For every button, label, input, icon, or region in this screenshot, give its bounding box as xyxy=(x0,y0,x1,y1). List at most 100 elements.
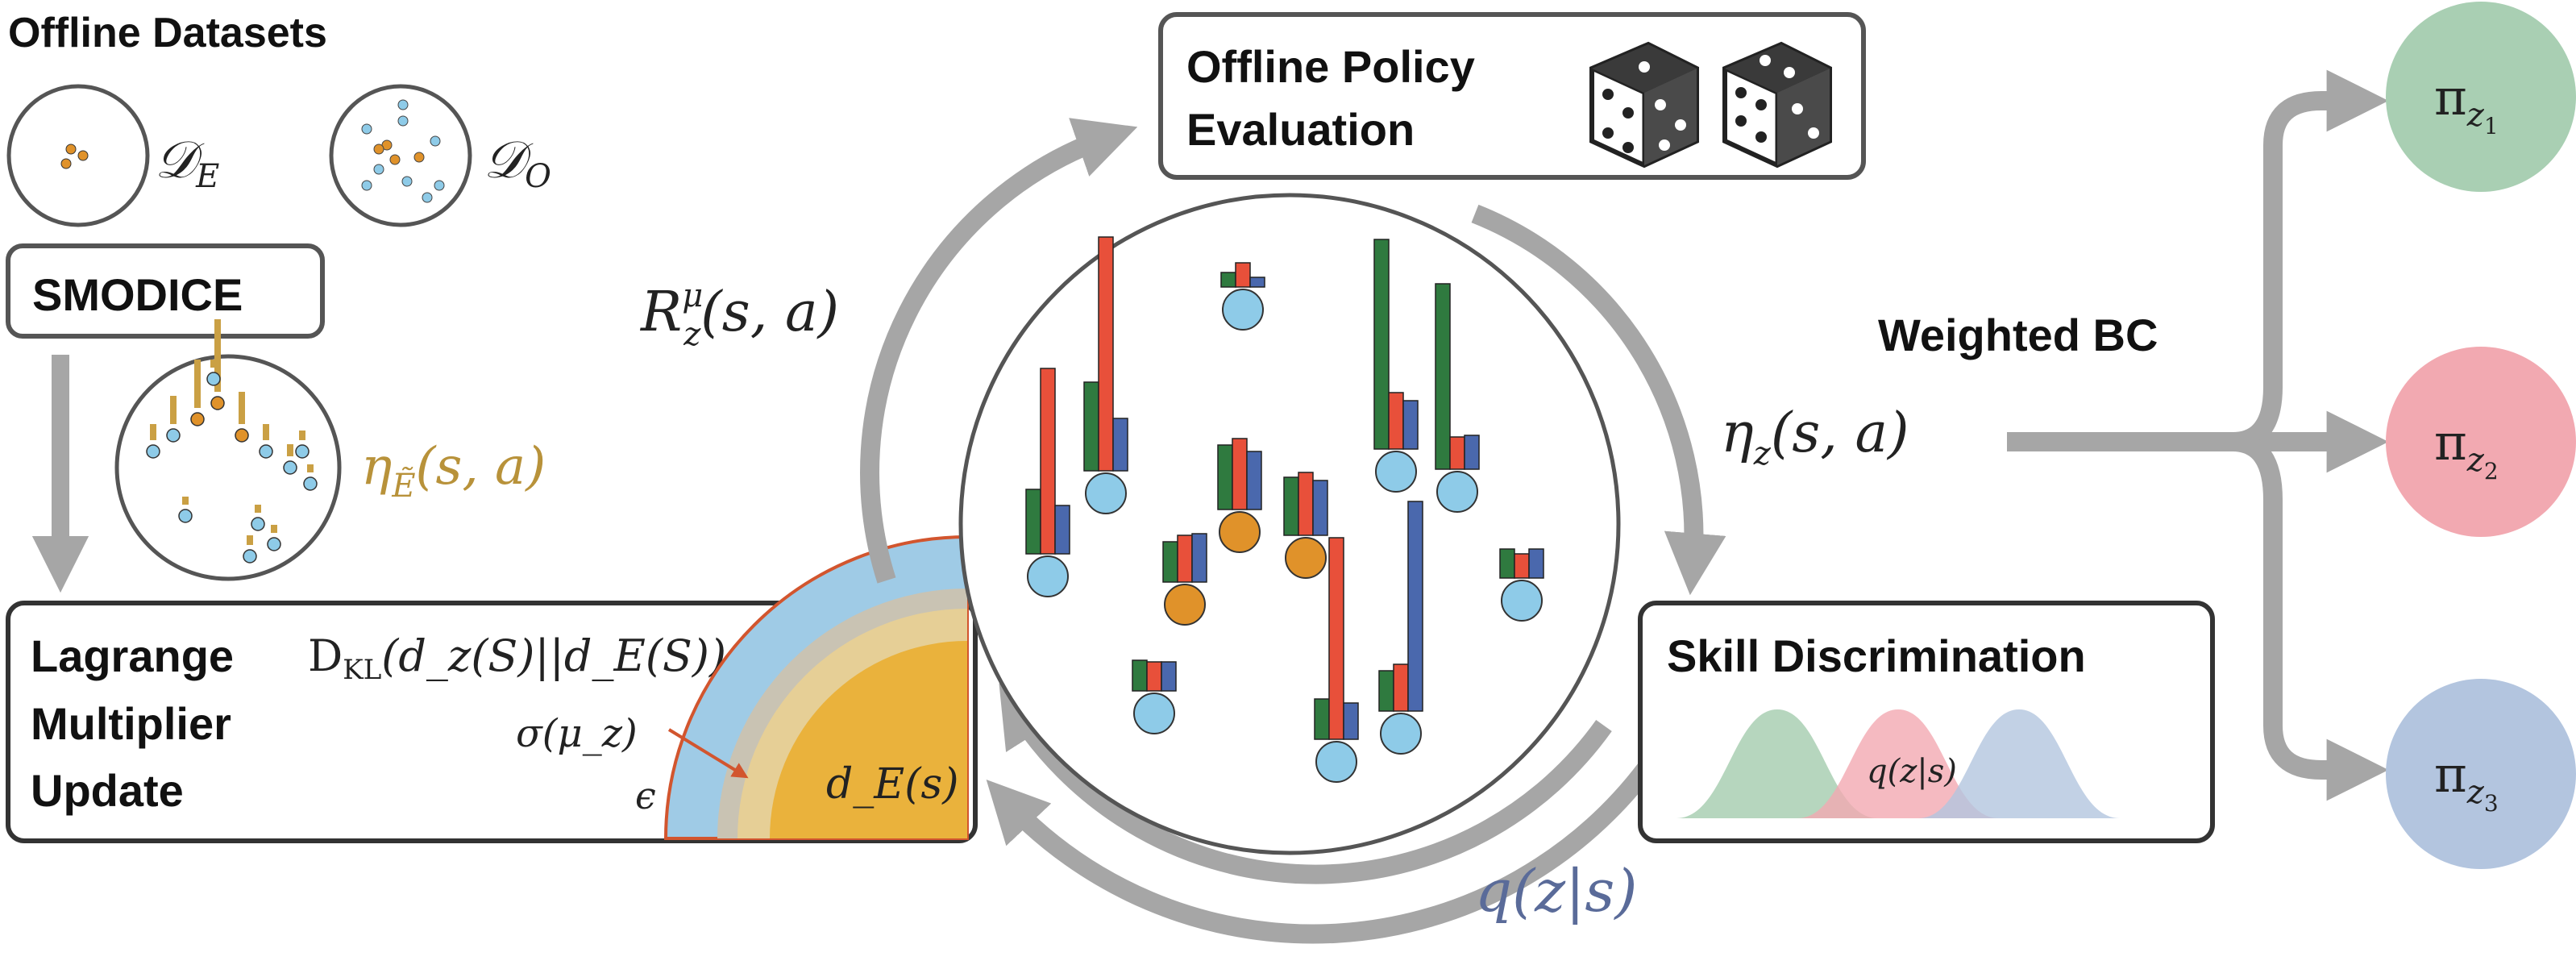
skill-occupancy-bar xyxy=(1162,541,1178,583)
policy-circle-3 xyxy=(2386,679,2576,869)
skill-occupancy-bar xyxy=(1464,435,1480,470)
eta-expert-label: ηẼ(s, a) xyxy=(361,437,546,505)
q-bottom-label: q(z|s) xyxy=(1475,857,1637,925)
lagrange-line2: Multiplier xyxy=(31,698,231,749)
expert-state-point xyxy=(259,444,273,459)
expert-state-point xyxy=(251,517,265,531)
state-point xyxy=(1219,511,1261,553)
skill-occupancy-bar xyxy=(1217,444,1233,510)
sigma-pointer xyxy=(667,728,749,779)
skill-occupancy-bar xyxy=(1161,661,1177,692)
epsilon-label: ϵ xyxy=(635,774,656,817)
skill-occupancy-bar xyxy=(1312,480,1328,536)
ope-box: Offline Policy Evaluation xyxy=(1158,12,1866,180)
skill-occupancy-bar xyxy=(1054,505,1070,555)
dataset-point xyxy=(401,176,413,187)
expert-occupancy-bar xyxy=(170,396,177,424)
state-point xyxy=(1085,472,1127,514)
expert-state-point xyxy=(178,509,193,523)
other-dataset-circle xyxy=(329,84,472,227)
center-marks xyxy=(1025,236,1544,783)
skill-occupancy-bar xyxy=(1025,489,1041,555)
skill-occupancy-bar xyxy=(1298,472,1314,536)
skill-occupancy-bar xyxy=(1220,272,1236,288)
skill-occupancy-bar xyxy=(1235,262,1251,288)
dataset-point xyxy=(361,180,372,191)
eta-z-label: ηz(s, a) xyxy=(1721,401,1909,472)
skill-gaussian-2 xyxy=(1797,709,1999,818)
expert-occupancy-bar xyxy=(194,360,201,408)
skill-occupancy-bar xyxy=(1328,537,1344,740)
lagrange-line3: Update xyxy=(31,765,184,816)
dataset-point xyxy=(413,152,425,163)
dataset-point xyxy=(430,135,441,147)
dataset-point xyxy=(434,180,445,191)
skill-occupancy-bar xyxy=(1402,400,1419,450)
skill-q-label: q(z|s) xyxy=(1867,753,1957,790)
skill-box: Skill Discrimination q(z|s) xyxy=(1638,601,2215,843)
skill-title: Skill Discrimination xyxy=(1667,630,2086,681)
expert-occupancy-bar xyxy=(239,392,245,424)
skill-occupancy-bar xyxy=(1283,476,1299,536)
skill-occupancy-bar xyxy=(1112,418,1128,472)
skill-occupancy-bar xyxy=(1499,548,1515,579)
cycle-arrow-bottom-outer xyxy=(986,759,1656,944)
cycle-arrow-left xyxy=(860,118,1138,584)
expert-state-point xyxy=(295,444,310,459)
weighted-bc-label: Weighted BC xyxy=(1878,310,2158,360)
skill-occupancy-bar xyxy=(1373,239,1390,450)
expert-state-point xyxy=(235,428,249,443)
expert-state-point xyxy=(303,476,318,491)
dE-label: d_E(s) xyxy=(826,760,959,809)
skill-occupancy-bar xyxy=(1407,501,1423,712)
dkl-formula: DKL(d_z(S)||d_E(S)) xyxy=(308,630,726,686)
expert-state-point xyxy=(146,444,160,459)
lagrange-box: Lagrange Multiplier Update DKL(d_z(S)||d… xyxy=(6,534,978,843)
state-point xyxy=(1315,741,1357,783)
state-point xyxy=(1436,471,1478,513)
dataset-point xyxy=(373,144,384,155)
skill-occupancy-bar xyxy=(1514,553,1530,579)
state-point xyxy=(1133,693,1175,734)
other-dataset-label: 𝒟O xyxy=(484,131,551,195)
weighted-bc-arrows xyxy=(2007,69,2389,801)
dataset-point xyxy=(397,115,409,127)
state-point xyxy=(1222,289,1264,331)
expert-occupancy-bar xyxy=(263,424,269,440)
ope-line2: Evaluation xyxy=(1186,104,1415,155)
policy-circle-1 xyxy=(2386,2,2576,192)
skill-occupancy-bar xyxy=(1528,548,1544,579)
skill-occupancy-bar xyxy=(1040,368,1056,555)
state-point xyxy=(1164,584,1206,626)
skill-occupancy-bar xyxy=(1177,534,1193,583)
dataset-point xyxy=(389,154,401,165)
state-point xyxy=(1375,451,1417,493)
skill-occupancy-bar xyxy=(1388,392,1404,450)
skill-occupancy-bar xyxy=(1449,436,1465,470)
smodice-label: SMODICE xyxy=(32,269,243,320)
policy-label-3: πz3 xyxy=(2434,745,2499,817)
dataset-point xyxy=(373,164,384,175)
expert-dataset-label: 𝒟E xyxy=(155,131,219,195)
expert-state-point xyxy=(206,372,221,386)
smodice-box: SMODICE xyxy=(6,243,325,339)
expert-occupancy-bar xyxy=(307,464,314,472)
cycle-arrow-bottom-inner xyxy=(999,683,1612,884)
skill-gaussian-1 xyxy=(1676,709,1878,818)
expert-occupancy-circle xyxy=(114,319,342,581)
state-point xyxy=(1285,537,1327,579)
skill-occupancy-bar xyxy=(1378,670,1394,712)
skill-occupancy-bar xyxy=(1343,702,1359,740)
expert-state-point xyxy=(283,460,297,475)
expert-occupancy-bar xyxy=(271,525,277,533)
ope-line1: Offline Policy xyxy=(1186,41,1475,92)
expert-occupancy-bar xyxy=(182,497,189,505)
skill-occupancy-bar xyxy=(1435,283,1451,470)
skill-occupancy-bar xyxy=(1191,533,1207,583)
expert-occupancy-bar xyxy=(287,444,293,456)
expert-occupancy-bar xyxy=(210,360,217,368)
state-point xyxy=(1501,580,1543,622)
skill-gaussian-3 xyxy=(1918,709,2120,818)
